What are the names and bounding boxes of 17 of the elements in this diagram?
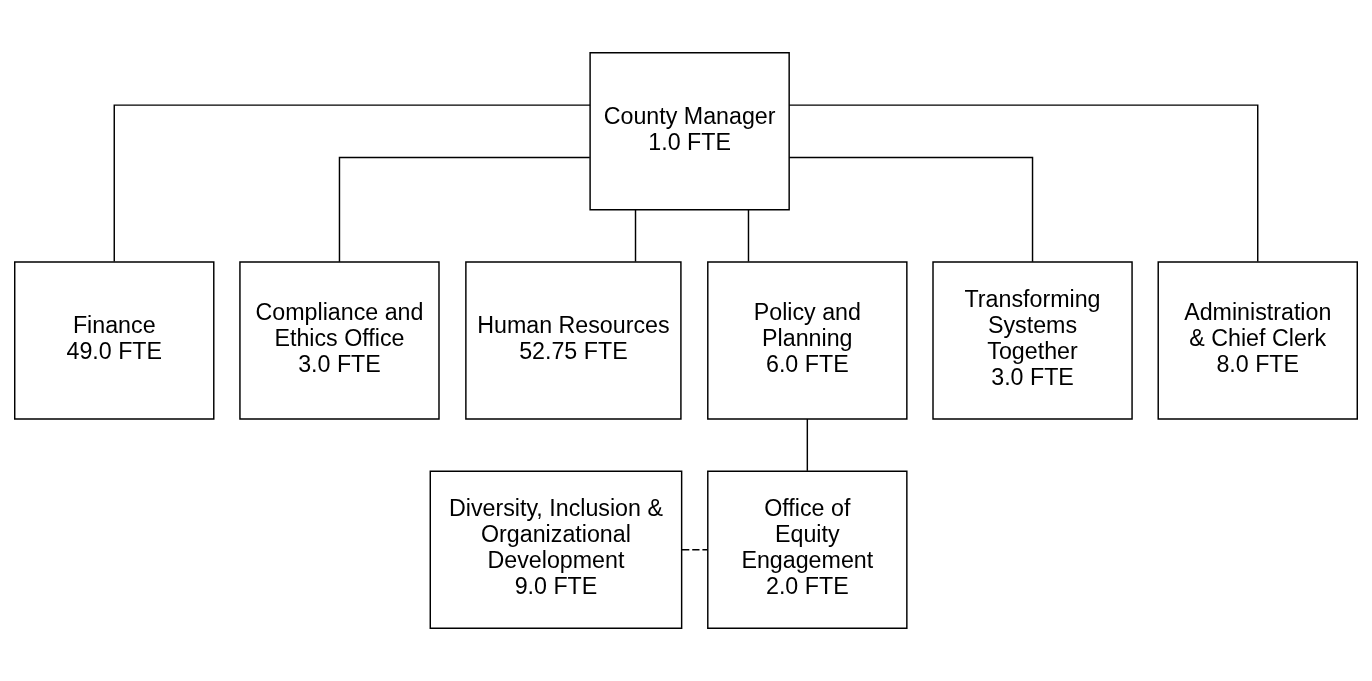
node-box: Human Resources 52.75 FTE	[465, 261, 682, 420]
node-box: Finance 49.0 FTE	[14, 261, 215, 420]
connector	[634, 209, 637, 263]
node-box: Transforming Systems Together 3.0 FTE	[932, 261, 1133, 420]
connector	[806, 418, 809, 472]
connector	[113, 104, 591, 263]
node-box: Compliance and Ethics Office 3.0 FTE	[239, 261, 440, 420]
node-box: County Manager 1.0 FTE	[589, 52, 790, 211]
connector	[338, 156, 591, 263]
connector	[788, 104, 1259, 263]
node-box: Policy and Planning 6.0 FTE	[707, 261, 908, 420]
connector	[747, 209, 750, 263]
connector	[681, 549, 709, 551]
node-box: Office of Equity Engagement 2.0 FTE	[707, 470, 908, 629]
node-box: Administration & Chief Clerk 8.0 FTE	[1157, 261, 1358, 420]
node-box: Diversity, Inclusion & Organizational Development 9.0 FTE	[429, 470, 683, 629]
connector	[788, 156, 1034, 263]
